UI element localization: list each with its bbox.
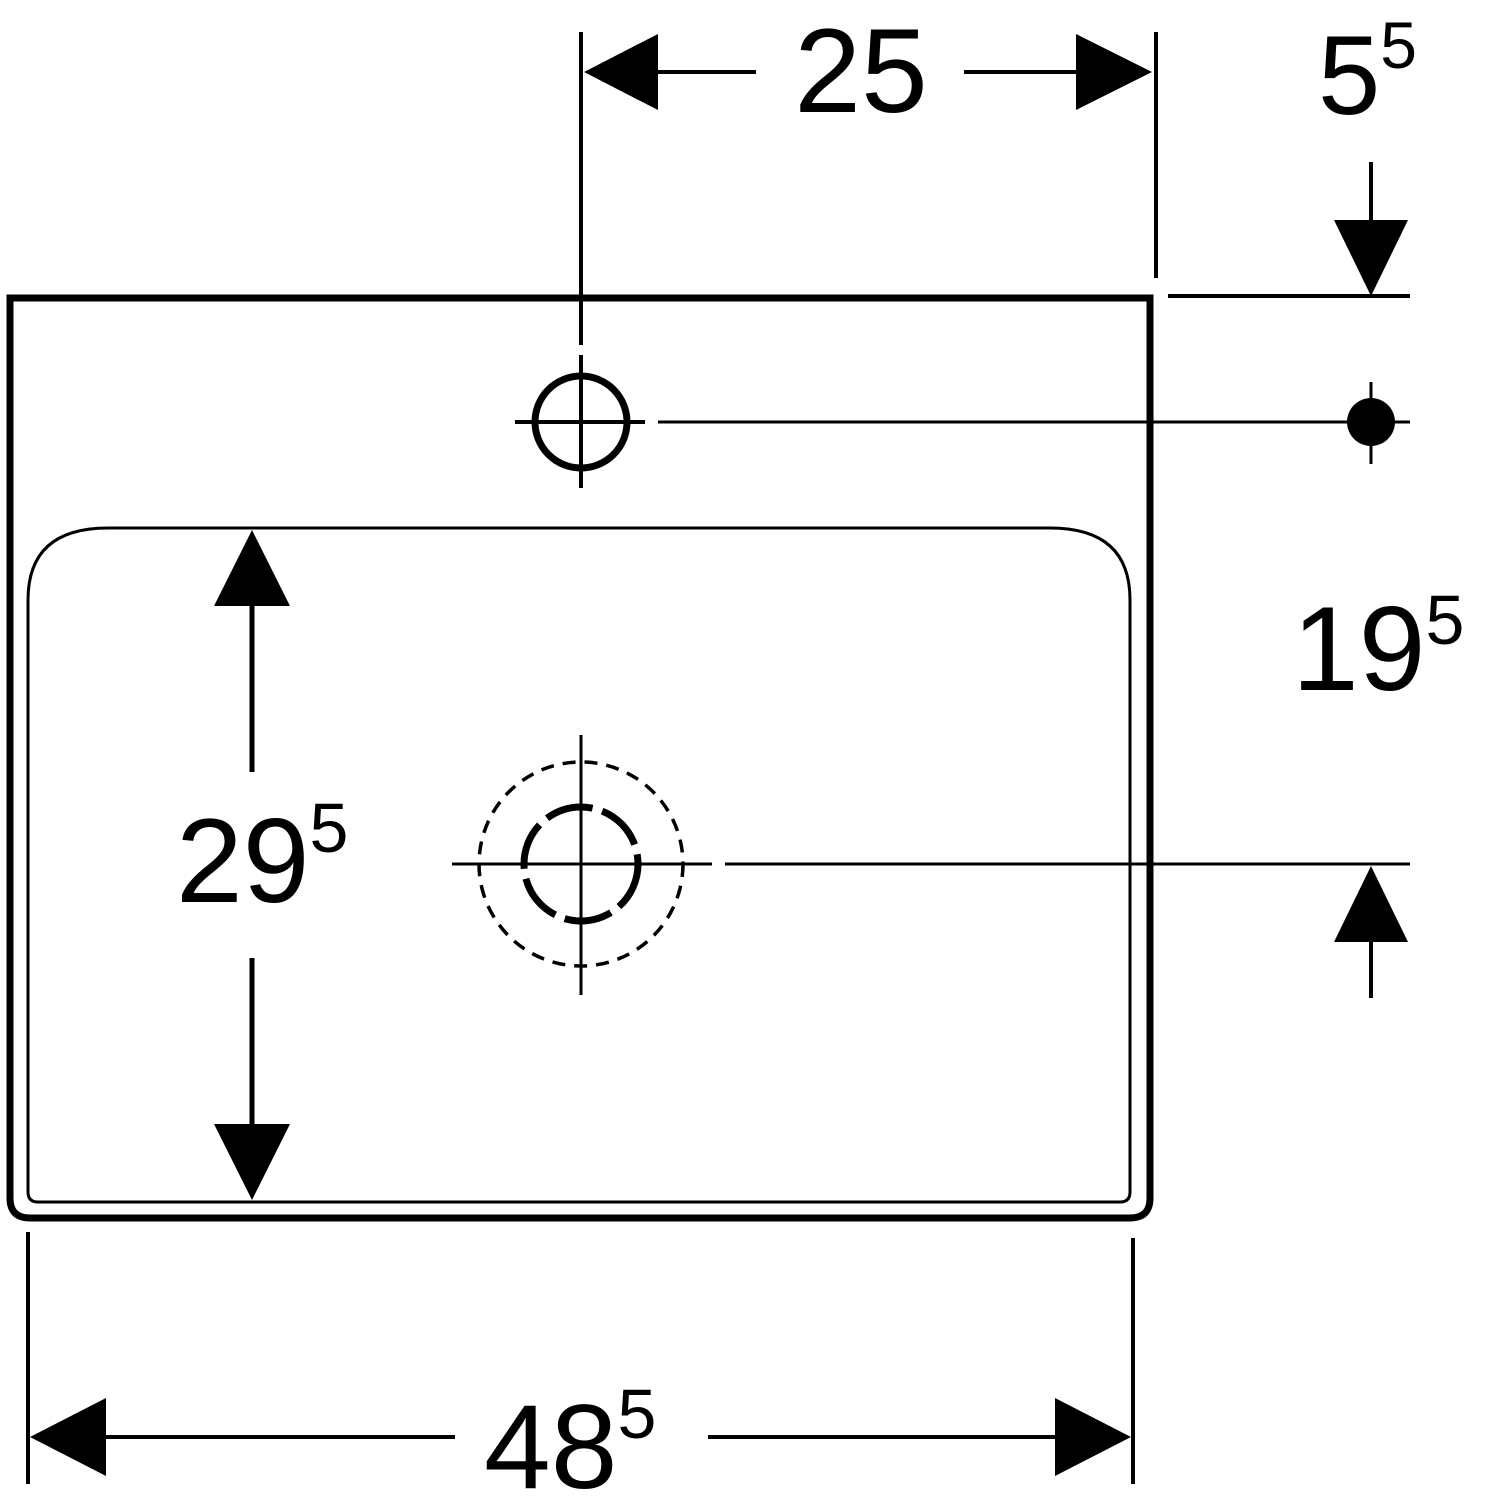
tap-hole	[515, 355, 645, 488]
arrow-up-icon	[1334, 866, 1408, 942]
dimension-label-tap-hole-offset: 25	[794, 4, 927, 138]
arrow-down-icon	[214, 1124, 290, 1200]
arrow-up-icon	[214, 530, 290, 606]
dimension-overall-width: 485	[26, 1232, 1135, 1500]
dimension-label-overall-width: 485	[484, 1375, 656, 1500]
dimension-fraction: 5	[1425, 581, 1464, 659]
basin-outer-outline	[6, 294, 1154, 1222]
dimension-rim-to-drain: 195	[1292, 581, 1464, 998]
dimension-bowl-depth: 295	[176, 530, 348, 1200]
drain	[452, 735, 712, 995]
arrow-left-icon	[30, 1398, 106, 1476]
dimension-value: 48	[484, 1380, 617, 1500]
dimension-label-rim-to-tap-hole: 55	[1318, 8, 1417, 138]
arrow-right-icon	[1055, 1398, 1131, 1476]
dimension-fraction: 5	[1380, 8, 1417, 82]
arrow-left-icon	[584, 34, 658, 110]
dimension-value: 19	[1292, 582, 1425, 716]
tap-hole-reference-dot	[1347, 382, 1395, 464]
dimension-value: 5	[1318, 13, 1380, 138]
basin-bowl-outline	[26, 526, 1132, 1204]
arrow-down-icon	[1334, 220, 1408, 296]
dimension-value: 29	[176, 794, 309, 928]
dimension-value: 25	[794, 4, 927, 138]
arrow-right-icon	[1076, 34, 1152, 110]
dimension-fraction: 5	[309, 789, 348, 867]
dimension-label-rim-to-drain: 195	[1292, 581, 1464, 716]
dimension-label-bowl-depth: 295	[176, 789, 348, 928]
dimension-rim-to-tap-hole: 55	[1168, 8, 1417, 298]
dimension-tap-hole-offset: 25	[584, 4, 1158, 278]
dimension-fraction: 5	[617, 1375, 656, 1453]
